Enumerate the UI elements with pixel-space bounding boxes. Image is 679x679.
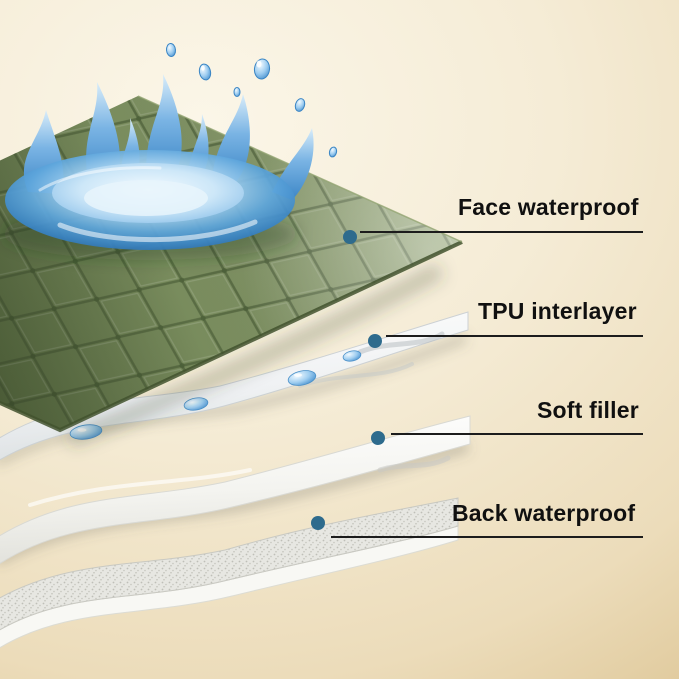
fabric-edge <box>0 240 463 433</box>
water-droplet <box>253 58 271 80</box>
water-droplet <box>342 350 362 362</box>
soft-filler-surface <box>0 415 471 565</box>
layer-dot-back-waterproof <box>311 516 325 530</box>
water-droplet <box>183 397 209 411</box>
splash-ring <box>5 150 295 250</box>
layer-dot-face-waterproof <box>343 230 357 244</box>
leader-line-face-waterproof <box>360 231 643 233</box>
leader-line-tpu-interlayer <box>386 335 643 337</box>
water-droplet <box>294 98 306 112</box>
label-face-waterproof: Face waterproof <box>458 194 639 220</box>
layer-dot-soft-filler <box>371 431 385 445</box>
layer-dot-tpu-interlayer <box>368 334 382 348</box>
label-back-waterproof: Back waterproof <box>452 500 636 526</box>
water-droplet <box>165 43 177 57</box>
water-splash <box>2 43 338 260</box>
water-droplet <box>328 146 338 158</box>
splash-droplets <box>165 43 338 158</box>
water-droplet <box>198 63 212 81</box>
soft-filler-layer <box>0 415 471 565</box>
tpu-interlayer-layer <box>0 262 469 466</box>
leader-line-soft-filler <box>391 433 643 435</box>
water-droplet <box>233 87 241 97</box>
back-waterproof-layer <box>0 497 459 649</box>
label-soft-filler: Soft filler <box>537 397 639 423</box>
back-layer-surface <box>0 497 459 631</box>
leader-line-back-waterproof <box>331 536 643 538</box>
label-tpu-interlayer: TPU interlayer <box>478 298 637 324</box>
